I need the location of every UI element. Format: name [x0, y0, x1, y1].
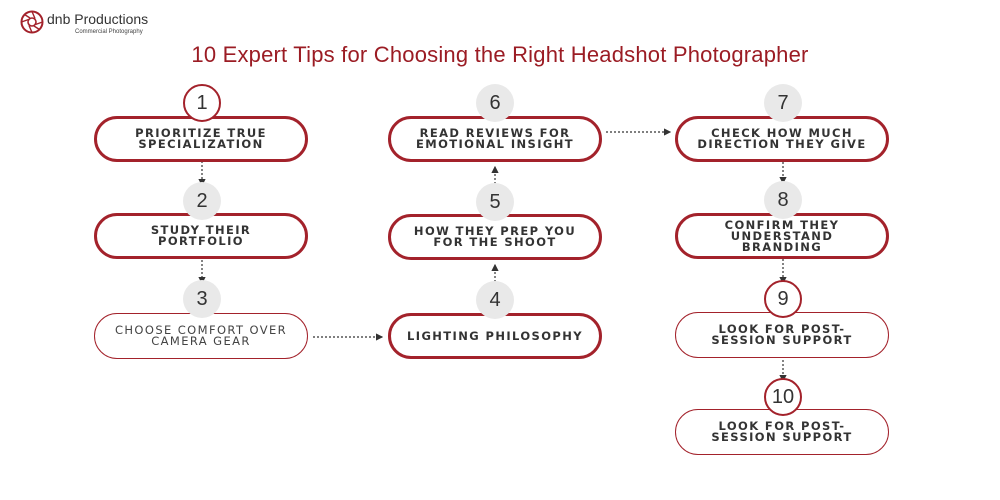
step-7-label: CHECK HOW MUCH DIRECTION THEY GIVE	[697, 126, 867, 151]
step-6-label: READ REVIEWS FOR EMOTIONAL INSIGHT	[415, 126, 574, 151]
step-1-number: 1	[183, 84, 221, 122]
step-3-card: CHOOSE COMFORT OVER CAMERA GEAR	[94, 313, 308, 359]
step-7-number: 7	[764, 84, 802, 122]
step-2-label: STUDY THEIR PORTFOLIO	[150, 223, 252, 248]
step-3-number: 3	[183, 280, 221, 318]
step-9-label: LOOK FOR POST-SESSION SUPPORT	[711, 322, 853, 347]
step-9-card: LOOK FOR POST-SESSION SUPPORT	[675, 312, 889, 358]
step-9-number: 9	[764, 280, 802, 318]
step-8-card: CONFIRM THEY UNDERSTAND BRANDING	[675, 213, 889, 259]
camera-aperture-icon	[20, 10, 44, 34]
step-7-card: CHECK HOW MUCH DIRECTION THEY GIVE	[675, 116, 889, 162]
page-title: 10 Expert Tips for Choosing the Right He…	[191, 42, 809, 67]
step-10-number: 10	[764, 378, 802, 416]
step-10-card: LOOK FOR POST-SESSION SUPPORT	[675, 409, 889, 455]
step-5-label: HOW THEY PREP YOU FOR THE SHOOT	[413, 224, 577, 249]
step-6-card: READ REVIEWS FOR EMOTIONAL INSIGHT	[388, 116, 602, 162]
step-6-number: 6	[476, 84, 514, 122]
brand-name: dnb Productions	[47, 11, 149, 27]
brand-tagline: Commercial Photography	[75, 29, 143, 35]
step-4-label: LIGHTING PHILOSOPHY	[407, 328, 583, 343]
step-4-card: LIGHTING PHILOSOPHY	[388, 313, 602, 359]
step-5-number: 5	[476, 183, 514, 221]
step-3-label: CHOOSE COMFORT OVER CAMERA GEAR	[114, 323, 288, 348]
step-10-label: LOOK FOR POST-SESSION SUPPORT	[711, 419, 853, 444]
step-8-label: CONFIRM THEY UNDERSTAND BRANDING	[724, 217, 840, 254]
step-2-card: STUDY THEIR PORTFOLIO	[94, 213, 308, 259]
step-1-label: PRIORITIZE TRUE SPECIALIZATION	[135, 126, 267, 151]
step-4-number: 4	[476, 281, 514, 319]
step-1-card: PRIORITIZE TRUE SPECIALIZATION	[94, 116, 308, 162]
brand-logo: dnb Productions Commercial Photography	[20, 8, 180, 38]
step-8-number: 8	[764, 181, 802, 219]
step-2-number: 2	[183, 182, 221, 220]
